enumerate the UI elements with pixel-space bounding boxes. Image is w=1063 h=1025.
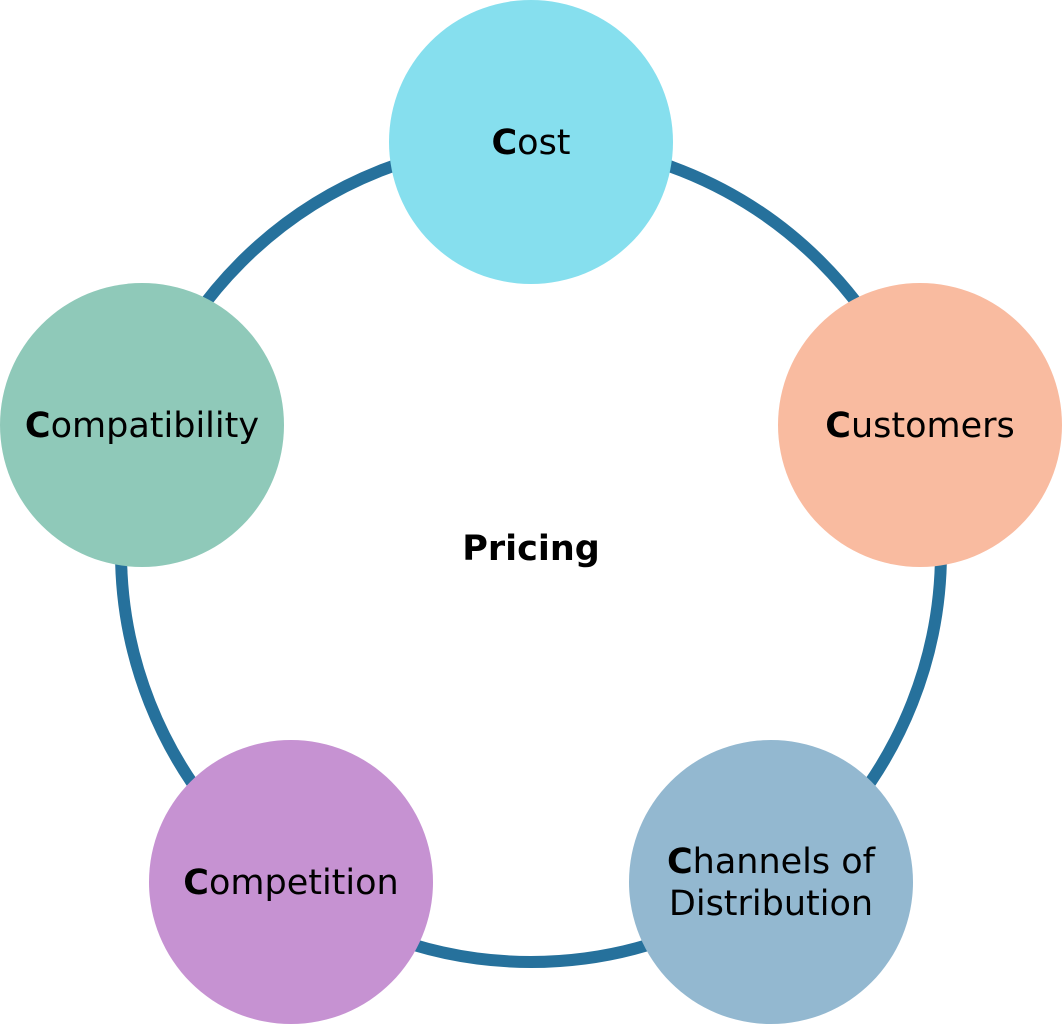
node-label-text: ompetition: [209, 863, 399, 903]
node-circle-competition: [149, 740, 433, 1024]
node-label-competition: Competition: [183, 863, 398, 903]
node-label-text: hannels of: [693, 842, 876, 882]
center-label-pricing: Pricing: [462, 529, 600, 569]
node-label-customers: Customers: [825, 406, 1015, 446]
node-circle-channels-of-distribution: [629, 740, 913, 1024]
node-circle-compatibility: [0, 283, 284, 567]
node-label-initial: C: [491, 123, 517, 163]
node-label-cost: Cost: [491, 123, 570, 163]
node-label-initial: C: [25, 406, 51, 446]
node-competition: Competition: [149, 740, 433, 1024]
node-label-initial: C: [667, 842, 693, 882]
node-compatibility: Compatibility: [0, 283, 284, 567]
node-circle-cost: [389, 0, 673, 284]
node-label-text: ustomers: [851, 406, 1015, 446]
node-cost: Cost: [389, 0, 673, 284]
node-label-initial: C: [825, 406, 851, 446]
node-label-initial: C: [183, 863, 209, 903]
node-label-text: Distribution: [669, 884, 873, 924]
node-label-compatibility: Compatibility: [25, 406, 259, 446]
node-label-text: ompatibility: [51, 406, 259, 446]
node-label-text: ost: [517, 123, 570, 163]
node-customers: Customers: [778, 283, 1062, 567]
node-circle-customers: [778, 283, 1062, 567]
